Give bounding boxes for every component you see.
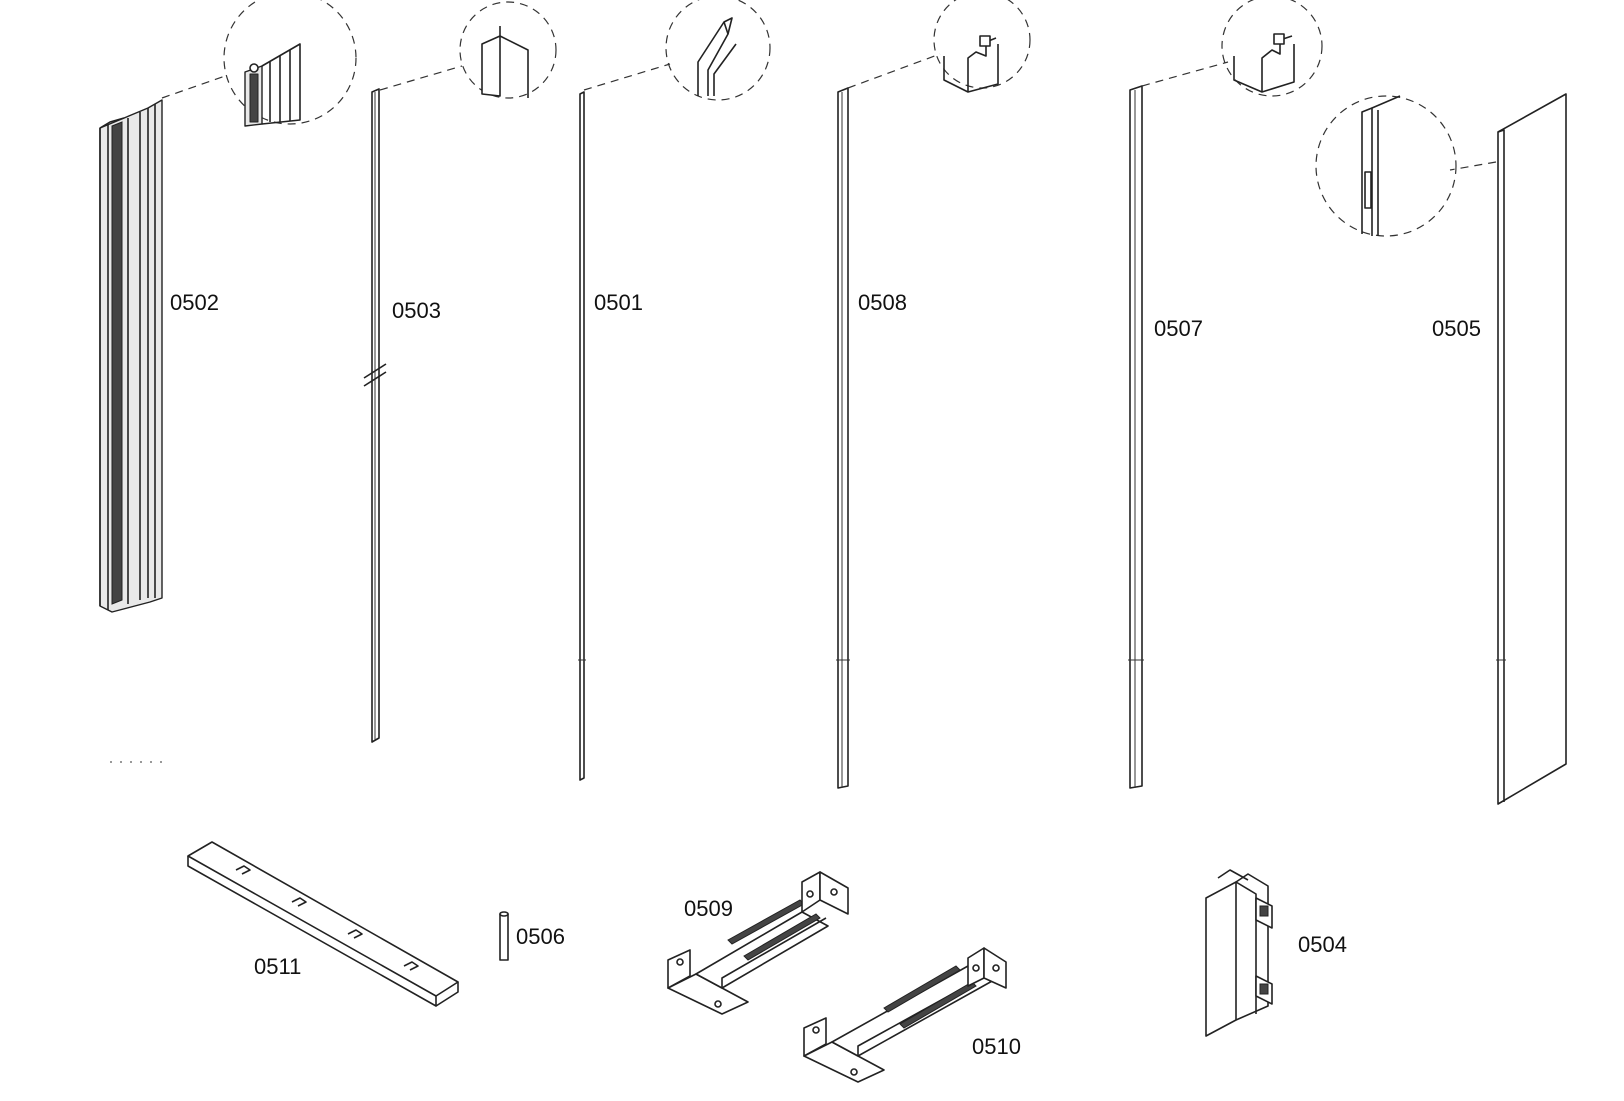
label-0511: 0511 (254, 954, 301, 979)
part-0505[interactable]: 0505 (1315, 93, 1567, 805)
part-0506[interactable]: 0506 (499, 911, 565, 961)
label-0507: 0507 (1154, 316, 1203, 341)
label-0504: 0504 (1298, 932, 1347, 957)
part-0511[interactable]: 0511 (187, 841, 459, 1007)
part-0504[interactable]: 0504 (1205, 869, 1347, 1037)
part-0509[interactable]: 0509 (667, 871, 849, 1015)
label-0509: 0509 (684, 896, 733, 921)
part-0503[interactable]: 0503 (363, 1, 557, 743)
label-0508: 0508 (858, 290, 907, 315)
part-0508[interactable]: 0508 (836, 0, 1031, 789)
part-0501[interactable]: 0501 (578, 0, 771, 781)
label-0503: 0503 (392, 298, 441, 323)
label-0502: 0502 (170, 290, 219, 315)
label-0510: 0510 (972, 1034, 1021, 1059)
part-0502[interactable]: 0502 (99, 0, 357, 613)
label-0505: 0505 (1432, 316, 1481, 341)
label-0501: 0501 (594, 290, 643, 315)
part-0510[interactable]: 0510 (803, 947, 1021, 1083)
label-0506: 0506 (516, 924, 565, 949)
part-0507[interactable]: 0507 (1128, 0, 1323, 789)
